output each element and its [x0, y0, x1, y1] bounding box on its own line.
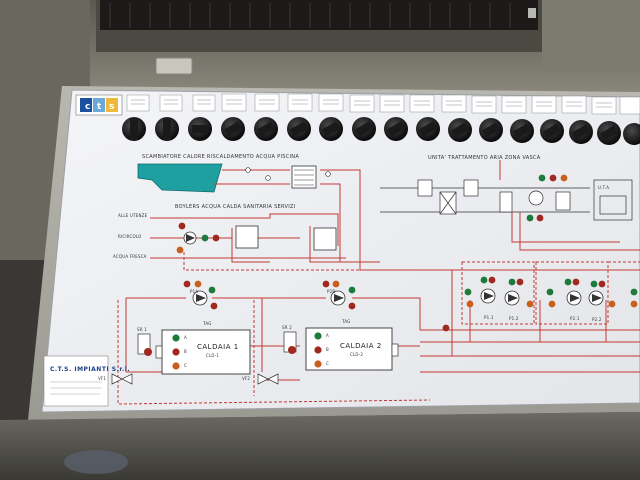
boiler-1-lamps [183, 280, 218, 310]
rotary-selector-knob-icon[interactable] [479, 118, 503, 142]
rotary-selector-knob-icon[interactable] [254, 117, 278, 141]
console-front-edge [0, 412, 640, 480]
tile-text-lines [131, 99, 612, 108]
rotary-selector-knob-icon[interactable] [122, 117, 146, 141]
pump-label-p1-1: P1.1 [484, 315, 494, 320]
lamp-letter-b-2: B [326, 347, 329, 352]
ahu-duct [380, 179, 633, 221]
right-wall [542, 0, 640, 70]
valve-symbol-icon [257, 373, 279, 385]
cts-logo-icon: c t s [75, 94, 123, 116]
distribution-pipes [339, 250, 640, 373]
dhw-tank-1 [235, 225, 259, 249]
valve-symbol-icon [111, 373, 133, 385]
cabinet-latch [528, 8, 536, 18]
line-label-recirculation: RICIRCOLO [118, 234, 142, 239]
boiler-2 [283, 327, 399, 371]
pump-label-p2-2: P2.2 [592, 317, 602, 322]
distribution-dashed [461, 261, 640, 325]
pump-group-3-partial [630, 288, 638, 308]
rotary-selector-knob-icon[interactable] [623, 123, 640, 145]
ahu-lamps [526, 174, 568, 222]
rotary-selector-knob-icon[interactable] [155, 117, 179, 141]
boiler-2-switch: SR 2 [282, 325, 292, 330]
pump-label-p1-2: P1.2 [509, 316, 519, 321]
boiler-1 [137, 329, 251, 375]
dhw-lamps [176, 222, 220, 254]
boiler-2-title: CALDAIA 2 [340, 342, 382, 350]
lamp-letter-a-1: A [184, 335, 187, 340]
dhw-boilers-title: BOYLERS ACQUA CALDA SANITARIA SERVIZI [175, 204, 296, 210]
selector-label-tiles [126, 93, 640, 115]
boiler-dashed [117, 300, 431, 405]
rotary-selector-knob-icon[interactable] [510, 119, 534, 143]
boiler-2-valve-label: VF2 [242, 376, 251, 381]
boiler-1-pump-label: P1A [190, 289, 199, 294]
boiler-1-switch: SR 1 [137, 327, 147, 332]
boiler-1-title: CALDAIA 1 [197, 343, 239, 351]
shadow-object [64, 450, 128, 474]
pump-symbol-icon [192, 290, 208, 306]
pool-tank [137, 163, 223, 193]
boiler-pipes [125, 297, 421, 381]
rotary-selector-knob-icon[interactable] [188, 117, 212, 141]
svg-text:t: t [97, 102, 102, 112]
ahu-components [417, 179, 571, 215]
rotary-selector-knob-icon[interactable] [416, 117, 440, 141]
svg-text:c: c [85, 102, 90, 112]
line-label-to-users: ALLE UTENZE [118, 213, 148, 218]
pool-sensors [245, 167, 331, 181]
upper-cabinet-grille [109, 3, 511, 28]
door-handle [155, 57, 193, 75]
rotary-selector-knob-icon[interactable] [597, 121, 621, 145]
rotary-selector-knob-icon[interactable] [569, 120, 593, 144]
line-label-fresh-water: ACQUA FRESCA [113, 254, 147, 259]
boiler-1-tag: TAG [203, 321, 212, 326]
pump-group-1 [464, 276, 534, 308]
ahu-pipes [499, 160, 640, 251]
pump-label-p2-1: P2.1 [570, 316, 580, 321]
nameplate-small-lines [50, 381, 102, 395]
selector-knob-row [122, 117, 640, 145]
pool-heat-exchanger [291, 165, 317, 189]
company-name: C.T.S. IMPIANTI S.r.l. [50, 366, 131, 373]
lamp-red-distribution [442, 324, 450, 332]
boiler-2-tag: TAG [342, 319, 351, 324]
pool-pipes [214, 169, 361, 252]
rotary-selector-knob-icon[interactable] [221, 117, 245, 141]
boiler-1-valve-label: VF1 [98, 376, 107, 381]
rotary-selector-knob-icon[interactable] [384, 117, 408, 141]
boiler-1-code: CLD-1 [206, 353, 220, 358]
pool-exchanger-title: SCAMBIATORE CALORE RISCALDAMENTO ACQUA P… [142, 154, 300, 160]
dhw-tank-2 [313, 227, 337, 251]
boiler-2-pump-label: P2B [327, 289, 336, 294]
rotary-selector-knob-icon[interactable] [540, 119, 564, 143]
ahu-unit-label: U.T.A. [598, 185, 611, 190]
rotary-selector-knob-icon[interactable] [352, 117, 376, 141]
boiler-2-lamps [322, 280, 356, 310]
upper-cabinet-vent [100, 0, 538, 30]
svg-text:s: s [109, 102, 114, 112]
boiler-2-code: CLD-2 [350, 352, 364, 357]
lamp-letter-c-1: C [184, 363, 187, 368]
rotary-selector-knob-icon[interactable] [319, 117, 343, 141]
lamp-letter-b-1: B [184, 349, 187, 354]
pump-symbol-icon [330, 290, 346, 306]
rotary-selector-knob-icon[interactable] [448, 118, 472, 142]
lamp-letter-c-2: C [326, 361, 329, 366]
pump-group-2 [546, 278, 616, 308]
rotary-selector-knob-icon[interactable] [287, 117, 311, 141]
ahu-title: UNITA' TRATTAMENTO ARIA ZONA VASCA [428, 155, 541, 161]
company-nameplate [43, 355, 109, 407]
lamp-letter-a-2: A [326, 333, 329, 338]
pump-symbol-icon [183, 231, 197, 245]
